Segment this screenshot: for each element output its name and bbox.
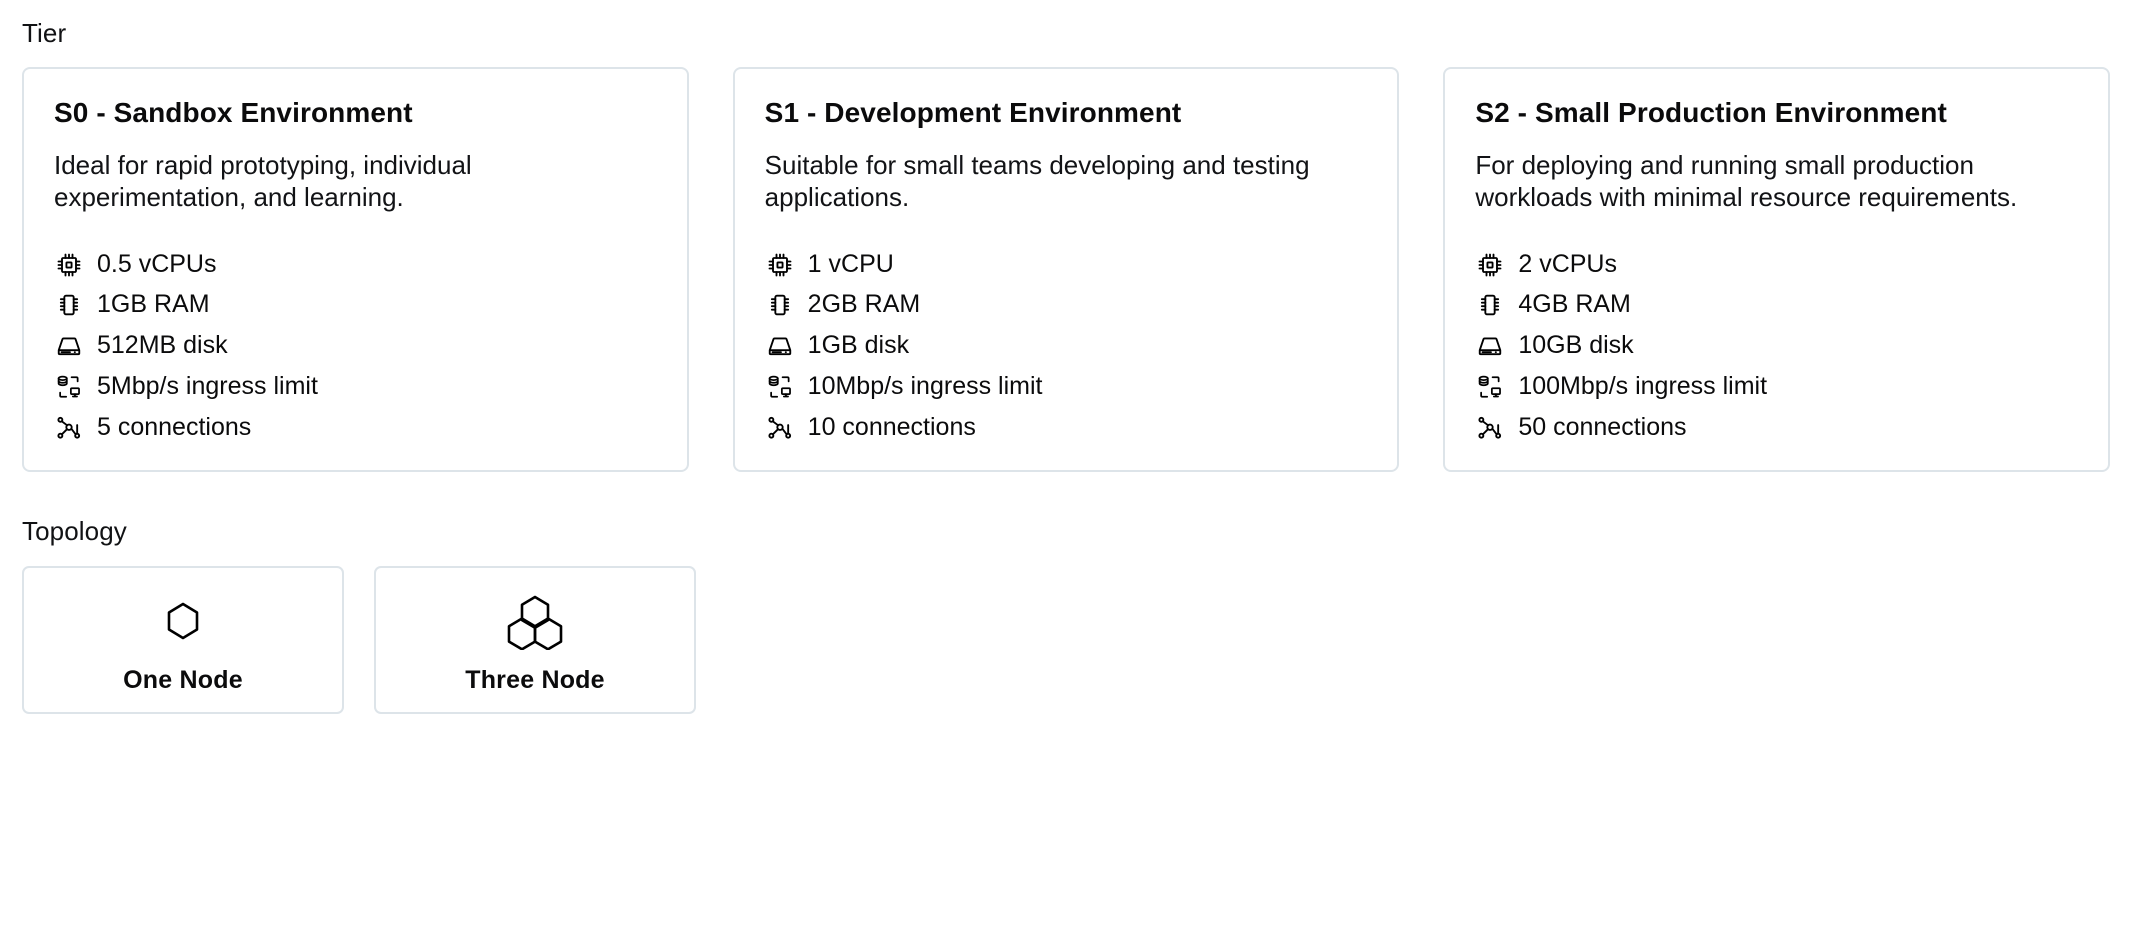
spec-value: 512MB disk xyxy=(97,331,228,360)
spec-row-connections: 50 connections xyxy=(1475,411,2078,445)
cpu-icon xyxy=(54,250,84,280)
topology-section: Topology One Node Three xyxy=(22,516,2110,714)
tier-topology-selector: Tier S0 - Sandbox Environment Ideal for … xyxy=(22,18,2111,714)
tier-card-s1[interactable]: S1 - Development Environment Suitable fo… xyxy=(732,67,1400,473)
spec-row-network: 10Mbp/s ingress limit xyxy=(765,370,1368,404)
tier-card-list: S0 - Sandbox Environment Ideal for rapid… xyxy=(22,67,2111,473)
spec-row-disk: 1GB disk xyxy=(765,329,1368,363)
topology-section-label: Topology xyxy=(22,516,127,547)
tier-section: Tier S0 - Sandbox Environment Ideal for … xyxy=(22,18,2111,473)
topology-option-three-node[interactable]: Three Node xyxy=(374,565,696,714)
spec-row-network: 5Mbp/s ingress limit xyxy=(54,370,657,404)
spec-value: 5 connections xyxy=(97,412,252,441)
spec-row-disk: 512MB disk xyxy=(54,329,657,363)
topology-option-label: Three Node xyxy=(465,665,605,694)
spec-value: 1GB disk xyxy=(807,331,910,360)
tier-card-title: S0 - Sandbox Environment xyxy=(54,97,413,129)
cpu-icon xyxy=(765,250,795,280)
tier-section-label: Tier xyxy=(22,18,67,48)
disk-icon xyxy=(1475,331,1505,361)
spec-value: 5Mbp/s ingress limit xyxy=(97,371,318,400)
spec-value: 10GB disk xyxy=(1518,331,1634,360)
spec-value: 2GB RAM xyxy=(807,290,921,319)
spec-row-cpu: 1 vCPU xyxy=(765,248,1368,282)
memory-icon xyxy=(54,290,84,320)
memory-icon xyxy=(765,290,795,320)
single-hexagon-icon xyxy=(160,594,206,650)
spec-value: 50 connections xyxy=(1518,412,1687,441)
topology-option-one-node[interactable]: One Node xyxy=(22,565,344,714)
connections-icon xyxy=(54,413,84,443)
spec-value: 10 connections xyxy=(807,412,976,441)
spec-row-cpu: 0.5 vCPUs xyxy=(54,248,657,282)
triple-hexagon-icon xyxy=(500,594,570,650)
tier-card-description: Ideal for rapid prototyping, individual … xyxy=(54,150,472,212)
tier-spec-list: 2 vCPUs 4GB RAM xyxy=(1475,248,2078,445)
spec-row-memory: 4GB RAM xyxy=(1475,288,2078,322)
spec-value: 1GB RAM xyxy=(97,290,210,319)
spec-row-network: 100Mbp/s ingress limit xyxy=(1475,370,2078,404)
network-icon xyxy=(765,372,795,402)
connections-icon xyxy=(1475,413,1505,443)
spec-row-cpu: 2 vCPUs xyxy=(1475,248,2078,282)
tier-card-s2[interactable]: S2 - Small Production Environment For de… xyxy=(1443,67,2111,473)
topology-option-label: One Node xyxy=(123,665,243,694)
tier-card-description: For deploying and running small producti… xyxy=(1475,150,2018,212)
disk-icon xyxy=(765,331,795,361)
cpu-icon xyxy=(1475,250,1505,280)
spec-row-connections: 10 connections xyxy=(765,411,1368,445)
connections-icon xyxy=(765,413,795,443)
tier-card-description: Suitable for small teams developing and … xyxy=(764,150,1310,212)
tier-spec-list: 0.5 vCPUs 1GB RAM xyxy=(54,248,657,445)
disk-icon xyxy=(54,331,84,361)
tier-card-s0[interactable]: S0 - Sandbox Environment Ideal for rapid… xyxy=(22,67,689,473)
tier-spec-list: 1 vCPU 2GB RAM xyxy=(765,248,1368,445)
spec-value: 0.5 vCPUs xyxy=(97,249,217,278)
network-icon xyxy=(54,372,84,402)
topology-option-list: One Node Three Node xyxy=(22,565,2110,714)
network-icon xyxy=(1475,372,1505,402)
spec-value: 2 vCPUs xyxy=(1518,249,1617,278)
tier-card-title: S2 - Small Production Environment xyxy=(1475,97,1947,129)
spec-value: 10Mbp/s ingress limit xyxy=(807,371,1043,400)
spec-row-memory: 1GB RAM xyxy=(54,288,657,322)
memory-icon xyxy=(1475,290,1505,320)
spec-row-memory: 2GB RAM xyxy=(765,288,1368,322)
spec-value: 1 vCPU xyxy=(807,249,894,278)
tier-card-title: S1 - Development Environment xyxy=(764,97,1182,129)
spec-value: 100Mbp/s ingress limit xyxy=(1518,371,1768,400)
spec-value: 4GB RAM xyxy=(1518,290,1631,319)
spec-row-disk: 10GB disk xyxy=(1475,329,2078,363)
spec-row-connections: 5 connections xyxy=(54,411,657,445)
